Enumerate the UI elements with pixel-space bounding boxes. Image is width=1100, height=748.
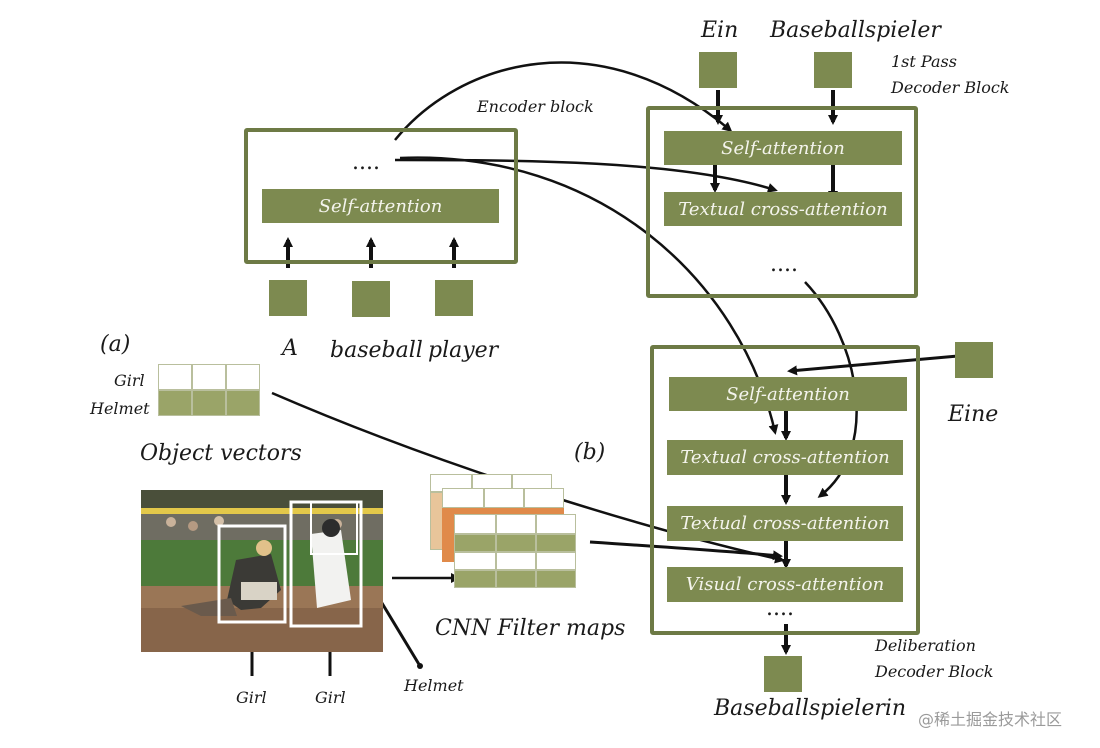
word-a: A (282, 336, 298, 361)
arrow-encoder-to-1st-pass-top (394, 61, 733, 141)
photo-label-girl-2: Girl (315, 688, 346, 707)
token-baseball (352, 281, 390, 317)
token-baseballspielerin (764, 656, 802, 692)
token-player (435, 280, 473, 316)
cnn-maps-caption: CNN Filter maps (435, 616, 626, 641)
object-vectors-caption: Object vectors (140, 441, 302, 466)
first-pass-label-line2: Decoder Block (891, 78, 1010, 97)
object-row-helmet: Helmet (90, 399, 150, 418)
watermark: @稀土掘金技术社区 (918, 710, 1063, 729)
panel-a-marker: (a) (100, 332, 131, 357)
first-pass-dots: .... (770, 252, 798, 277)
encoder-block-label: Encoder block (477, 97, 594, 116)
encoder-dots: .... (352, 150, 380, 175)
token-ein (699, 52, 737, 88)
delib-textual-cross-attention-2: Textual cross-attention (667, 506, 903, 541)
delib-dots: .... (766, 596, 794, 621)
arrow-encoder-to-1st-pass-cross (394, 158, 778, 193)
delib-label-line2: Decoder Block (875, 662, 994, 681)
first-pass-label-line1: 1st Pass (891, 52, 957, 71)
baseball-photo (141, 490, 383, 652)
object-row-girl: Girl (114, 371, 145, 390)
word-ein: Ein (701, 18, 739, 43)
deliberation-decoder-block (650, 345, 920, 635)
word-player: player (428, 338, 499, 363)
word-baseballspielerin: Baseballspielerin (714, 696, 907, 721)
arrow-cnn-to-visual (589, 540, 783, 561)
first-pass-textual-cross-attention: Textual cross-attention (664, 192, 902, 226)
token-eine (955, 342, 993, 378)
arrow-eine-to-self-attention (787, 354, 959, 376)
word-baseball: baseball (330, 338, 423, 363)
delib-self-attention: Self-attention (669, 377, 907, 411)
word-baseballspieler: Baseballspieler (770, 18, 941, 43)
encoder-self-attention: Self-attention (262, 189, 499, 223)
photo-label-helmet: Helmet (404, 676, 464, 695)
panel-b-marker: (b) (574, 440, 606, 465)
photo-label-girl-1: Girl (236, 688, 267, 707)
first-pass-self-attention: Self-attention (664, 131, 902, 165)
delib-visual-cross-attention: Visual cross-attention (667, 567, 903, 602)
first-pass-decoder-block (646, 106, 918, 298)
token-a (269, 280, 307, 316)
token-baseballspieler (814, 52, 852, 88)
delib-textual-cross-attention-1: Textual cross-attention (667, 440, 903, 475)
word-eine: Eine (948, 402, 999, 427)
encoder-block (244, 128, 518, 264)
delib-label-line1: Deliberation (875, 636, 976, 655)
